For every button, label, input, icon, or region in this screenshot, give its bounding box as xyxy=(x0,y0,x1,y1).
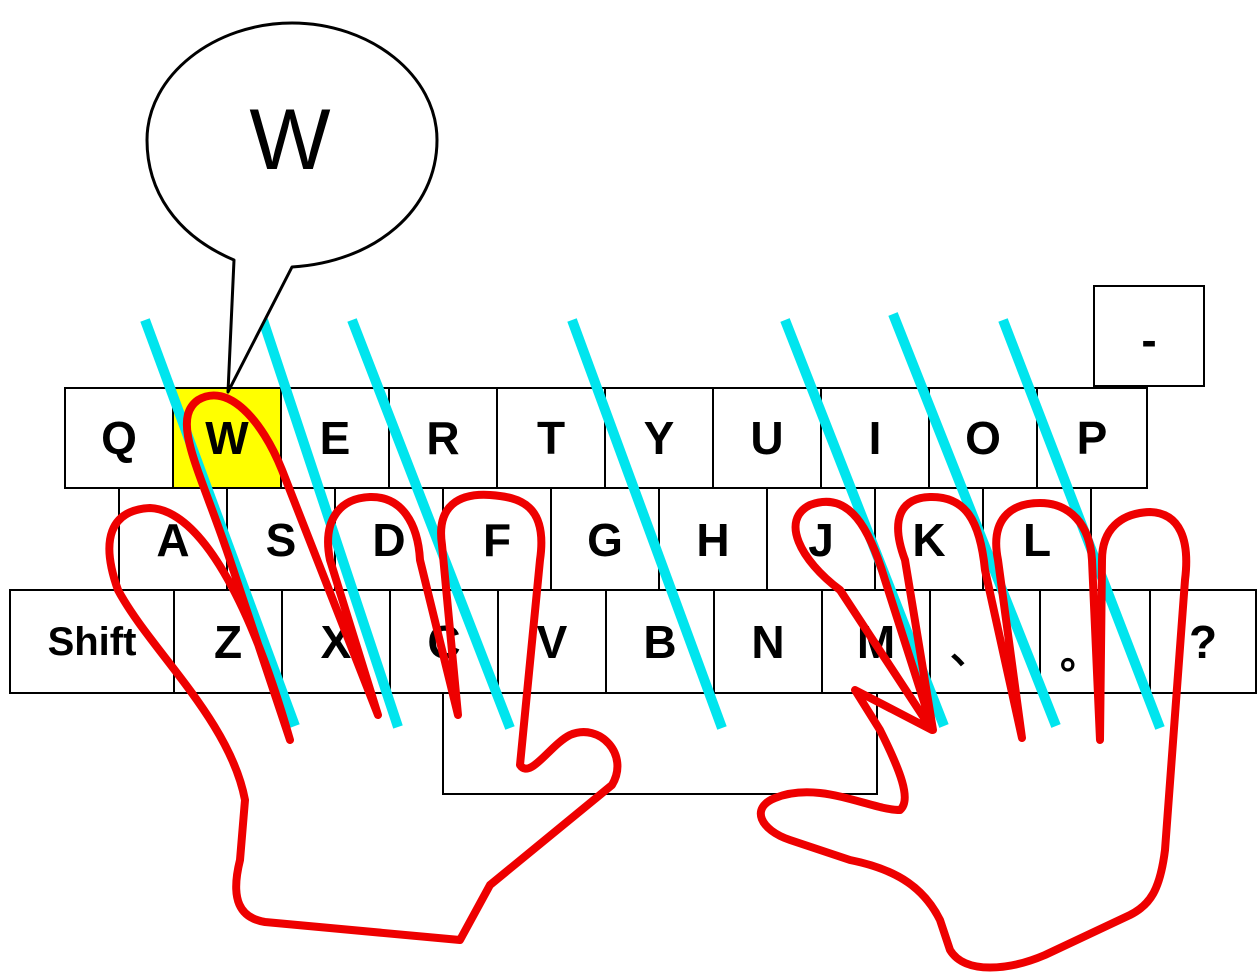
key-r: R xyxy=(389,388,497,488)
key-label: H xyxy=(696,514,729,566)
key-label: ? xyxy=(1189,616,1217,668)
key-label: Z xyxy=(214,616,242,668)
key-hyphen: - xyxy=(1094,286,1204,386)
key-label: Y xyxy=(644,412,675,464)
key-h: H xyxy=(659,488,767,590)
key-label: G xyxy=(587,514,623,566)
key-label: P xyxy=(1077,412,1108,464)
key-q: Q xyxy=(65,388,173,488)
key-label: 、 xyxy=(950,628,990,672)
key-label: V xyxy=(537,616,568,668)
key-space xyxy=(443,693,877,794)
keyboard-row-2: A S D F G H J K L xyxy=(119,488,1091,590)
key-y: Y xyxy=(605,388,713,488)
key-label: W xyxy=(205,412,249,464)
key-label: T xyxy=(537,412,565,464)
key-label: E xyxy=(320,412,351,464)
key-label: R xyxy=(426,412,459,464)
key-n: N xyxy=(714,590,822,693)
speech-bubble-shape xyxy=(147,23,437,392)
speech-bubble: W xyxy=(147,23,437,392)
callout-letter: W xyxy=(249,92,330,188)
key-b: B xyxy=(606,590,714,693)
key-t: T xyxy=(497,388,605,488)
key-label: I xyxy=(869,412,882,464)
key-label: Shift xyxy=(48,620,137,664)
key-v: V xyxy=(498,590,606,693)
key-label: S xyxy=(266,514,297,566)
key-label: B xyxy=(643,616,676,668)
key-label: K xyxy=(912,514,945,566)
key-hyphen-label: - xyxy=(1141,314,1156,366)
key-u: U xyxy=(713,388,821,488)
key-question: ? xyxy=(1150,590,1256,693)
key-label: Q xyxy=(101,412,137,464)
keyboard-row-3: Shift Z X C V B N M 、 。 ? xyxy=(10,590,1256,693)
key-label: D xyxy=(372,514,405,566)
key-label: O xyxy=(965,412,1001,464)
key-label: U xyxy=(750,412,783,464)
key-label: N xyxy=(751,616,784,668)
key-i: I xyxy=(821,388,929,488)
key-label: L xyxy=(1023,514,1051,566)
key-label: F xyxy=(483,514,511,566)
